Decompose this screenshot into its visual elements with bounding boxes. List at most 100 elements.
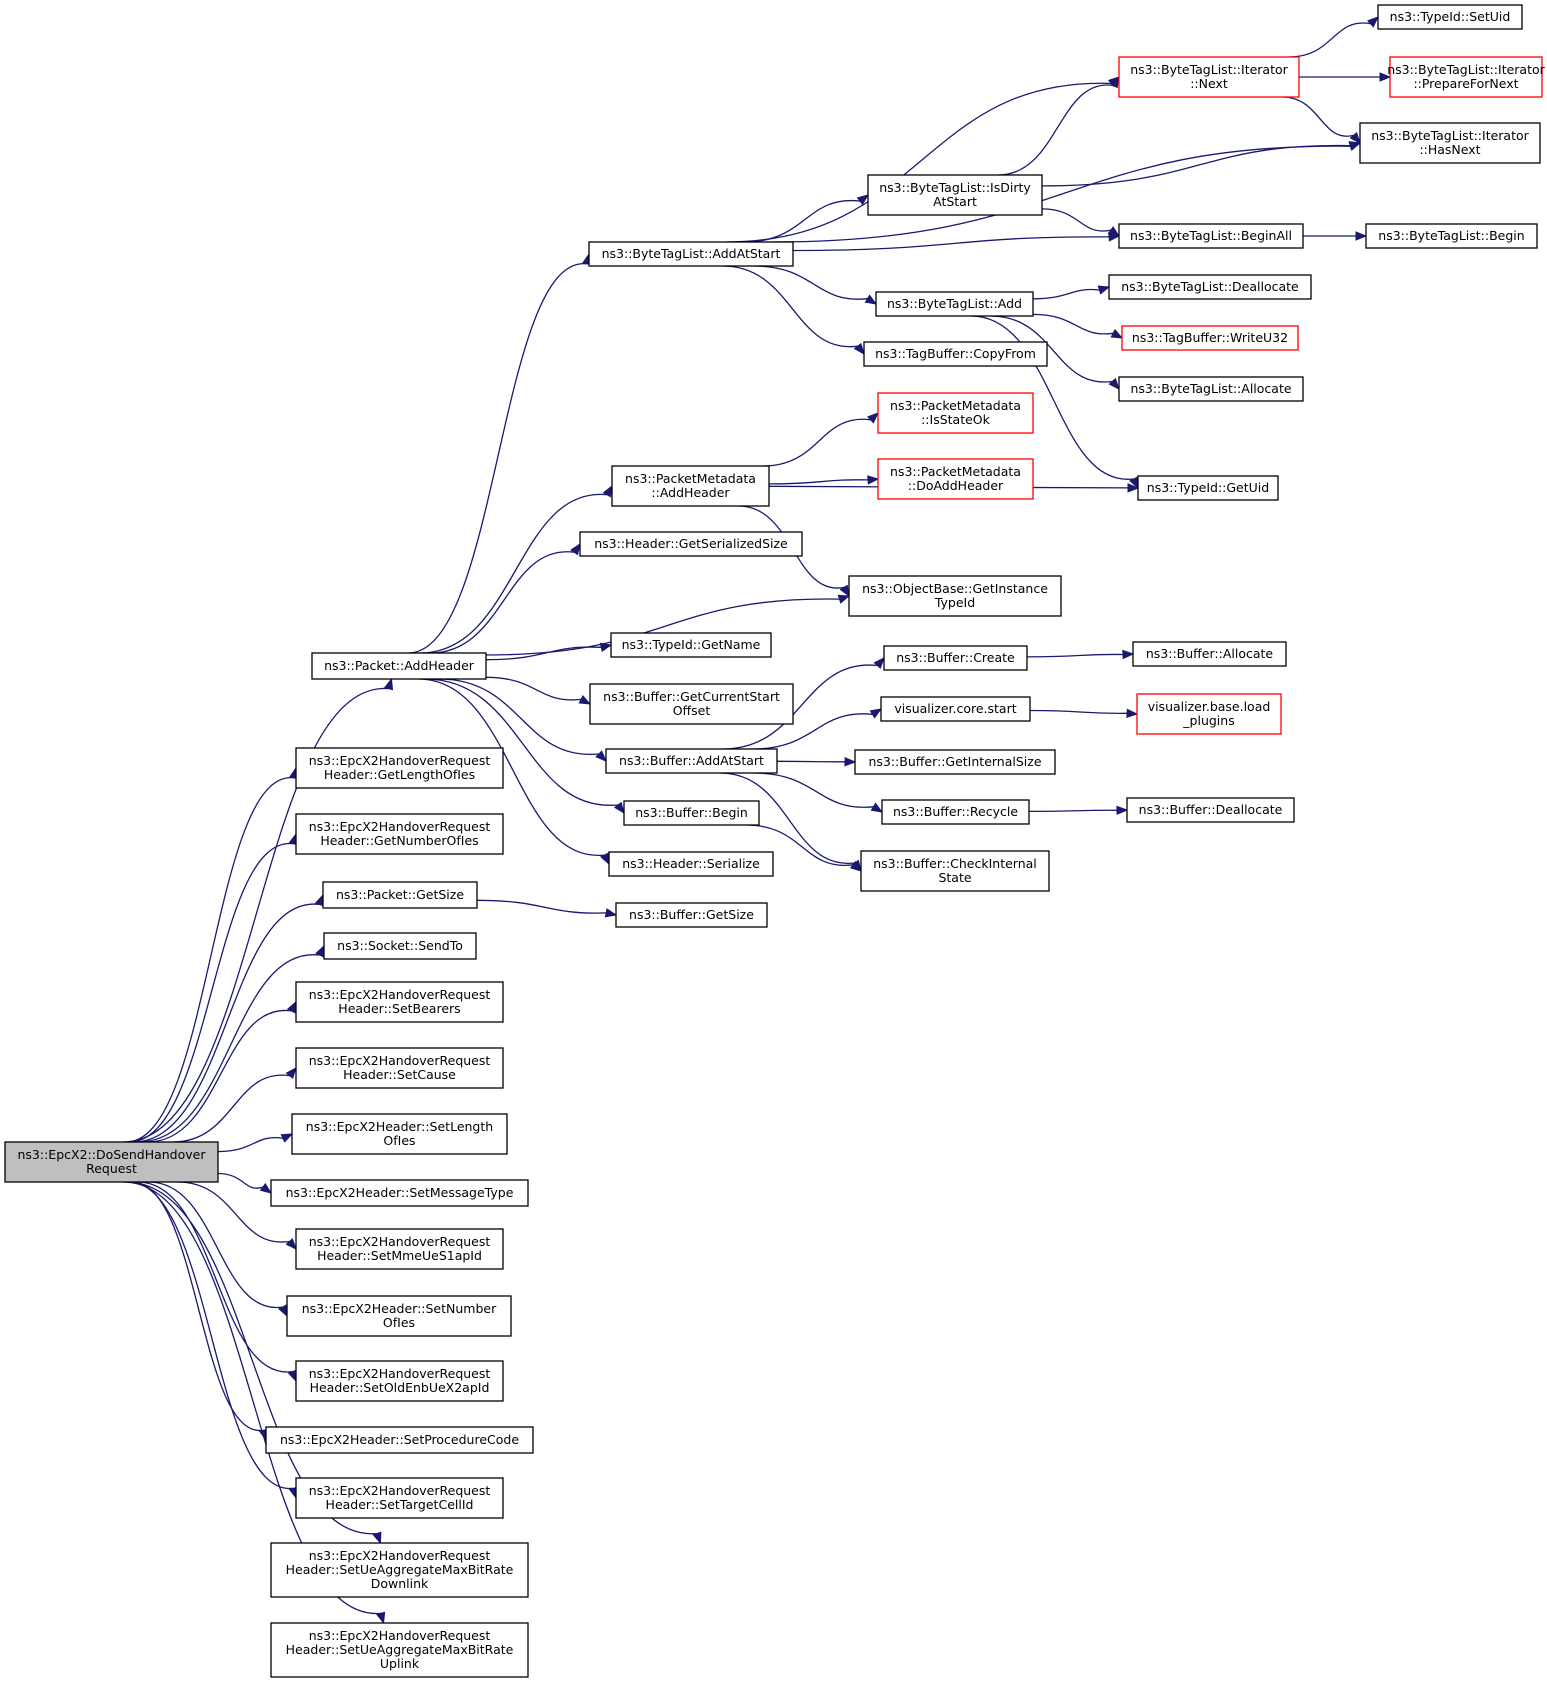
node-setbearers[interactable]: ns3::EpcX2HandoverRequestHeader::SetBear… (295, 981, 504, 1023)
node-box (1389, 56, 1543, 98)
node-buf-deallocate[interactable]: ns3::Buffer::Deallocate (1126, 797, 1295, 823)
call-edge-pkt_addheader-to-buf_addatstart (438, 678, 607, 762)
edge-line (745, 824, 854, 866)
edge-line (138, 954, 320, 1143)
node-pkt-getsize[interactable]: ns3::Packet::GetSize (322, 881, 478, 909)
edge-line (763, 418, 871, 467)
node-tid-setuid[interactable]: ns3::TypeId::SetUid (1377, 4, 1523, 30)
node-buf-addatstart[interactable]: ns3::Buffer::AddAtStart (605, 748, 778, 774)
node-label-line: ns3::EpcX2HandoverRequest (309, 1234, 491, 1249)
edge-arrowhead (383, 677, 394, 691)
node-btl-deallocate[interactable]: ns3::ByteTagList::Deallocate (1108, 274, 1312, 300)
node-tb-writeu32[interactable]: ns3::TagBuffer::WriteU32 (1121, 325, 1299, 351)
node-btl-beginall[interactable]: ns3::ByteTagList::BeginAll (1118, 223, 1304, 249)
call-edge-btli_next-to-btli_preparefornext (1299, 72, 1392, 82)
edge-line (726, 82, 1112, 243)
node-btli-preparefornext[interactable]: ns3::ByteTagList::Iterator::PrepareForNe… (1387, 56, 1546, 98)
node-vis-base-loadplugins[interactable]: visualizer.base.load_plugins (1136, 693, 1282, 735)
edge-line (970, 315, 1134, 480)
node-buf-recycle[interactable]: ns3::Buffer::Recycle (881, 799, 1030, 825)
node-setmessagetype[interactable]: ns3::EpcX2Header::SetMessageType (270, 1179, 529, 1207)
edge-arrowhead (285, 1238, 297, 1251)
edge-arrowhead (1126, 708, 1139, 719)
edge-line (720, 772, 856, 864)
node-buf-getinternalsize[interactable]: ns3::Buffer::GetInternalSize (854, 749, 1056, 775)
node-tid-getname[interactable]: ns3::TypeId::GetName (610, 632, 772, 658)
node-setcause[interactable]: ns3::EpcX2HandoverRequestHeader::SetCaus… (295, 1047, 504, 1089)
edge-line (148, 1181, 283, 1308)
node-settargetcellid[interactable]: ns3::EpcX2HandoverRequestHeader::SetTarg… (295, 1477, 504, 1519)
node-buf-allocate[interactable]: ns3::Buffer::Allocate (1132, 641, 1287, 667)
node-tid-getuid[interactable]: ns3::TypeId::GetUid (1137, 475, 1279, 501)
node-label-line: ns3::Packet::AddHeader (324, 658, 475, 673)
node-btli-hasnext[interactable]: ns3::ByteTagList::Iterator::HasNext (1359, 122, 1541, 164)
edge-arrowhead (1110, 328, 1124, 339)
call-edge-buf_addatstart-to-vis_core_start (752, 708, 883, 750)
call-edge-pkt_addheader-to-buf_getcurrentstartoffset (485, 676, 592, 705)
node-btl-allocate[interactable]: ns3::ByteTagList::Allocate (1118, 376, 1304, 402)
node-btl-add[interactable]: ns3::ByteTagList::Add (875, 291, 1034, 317)
edge-arrowhead (839, 584, 850, 598)
node-btl-begin[interactable]: ns3::ByteTagList::Begin (1365, 223, 1538, 249)
node-btli-next[interactable]: ns3::ByteTagList::Iterator::Next (1118, 56, 1300, 98)
node-buf-begin[interactable]: ns3::Buffer::Begin (623, 800, 760, 826)
node-box (881, 799, 1030, 825)
node-hdr-serialize[interactable]: ns3::Header::Serialize (608, 851, 774, 877)
node-pkt-addheader[interactable]: ns3::Packet::AddHeader (311, 652, 487, 680)
edge-arrowhead (1122, 649, 1135, 660)
node-hdr-getserializedsize[interactable]: ns3::Header::GetSerializedSize (579, 531, 803, 557)
node-btl-addatstart[interactable]: ns3::ByteTagList::AddAtStart (588, 241, 794, 267)
node-box (295, 1047, 504, 1089)
node-box (877, 458, 1034, 500)
edge-arrowhead (613, 801, 625, 815)
node-label-line: Header::GetLengthOfIes (324, 767, 475, 782)
edge-line (476, 899, 607, 914)
edge-arrowhead (837, 594, 851, 604)
node-label-line: OfIes (383, 1133, 415, 1148)
edge-arrowhead (372, 1531, 382, 1545)
node-pm-isstateok[interactable]: ns3::PacketMetadata::IsStateOk (877, 392, 1034, 434)
node-pm-doaddheader[interactable]: ns3::PacketMetadata::DoAddHeader (877, 458, 1034, 500)
node-buf-getsize[interactable]: ns3::Buffer::GetSize (615, 902, 768, 928)
edge-arrowhead (285, 1066, 297, 1080)
edge-arrowhead (280, 1133, 294, 1143)
node-label-line: ::Next (1190, 76, 1228, 91)
node-box (1118, 376, 1304, 402)
node-label-line: ns3::ByteTagList::Allocate (1130, 381, 1291, 396)
node-vis-core-start[interactable]: visualizer.core.start (880, 696, 1031, 722)
node-getnumberofies[interactable]: ns3::EpcX2HandoverRequestHeader::GetNumb… (295, 813, 504, 855)
node-tb-copyfrom[interactable]: ns3::TagBuffer::CopyFrom (863, 341, 1048, 367)
node-box (579, 531, 803, 557)
node-label-line: ns3::EpcX2HandoverRequest (309, 1366, 491, 1381)
node-label-line: ns3::EpcX2HandoverRequest (309, 753, 491, 768)
node-getlengthofies[interactable]: ns3::EpcX2HandoverRequestHeader::GetLeng… (295, 747, 504, 789)
call-edge-btli_next-to-btli_hasnext (1281, 96, 1361, 145)
edge-arrowhead (1349, 131, 1361, 145)
node-label-line: AtStart (933, 194, 977, 209)
node-box (291, 1113, 508, 1155)
edge-line (998, 84, 1114, 176)
edge-line (773, 145, 1351, 243)
edge-arrowhead (1109, 75, 1120, 89)
node-box (588, 241, 794, 267)
node-setmmeues1apid[interactable]: ns3::EpcX2HandoverRequestHeader::SetMmeU… (295, 1228, 504, 1270)
node-label-line: ns3::EpcX2Header::SetProcedureCode (280, 1432, 519, 1447)
node-setueaggdl[interactable]: ns3::EpcX2HandoverRequestHeader::SetUeAg… (270, 1542, 529, 1598)
node-setoldenbuex2apid[interactable]: ns3::EpcX2HandoverRequestHeader::SetOldE… (295, 1360, 504, 1402)
node-buf-create[interactable]: ns3::Buffer::Create (883, 645, 1028, 671)
node-label-line: ns3::TypeId::SetUid (1390, 9, 1511, 24)
node-label-line: ns3::EpcX2Header::SetLength (306, 1119, 493, 1134)
node-socket-sendto[interactable]: ns3::Socket::SendTo (323, 932, 477, 960)
node-box (265, 1426, 534, 1454)
node-setprocedurecode[interactable]: ns3::EpcX2Header::SetProcedureCode (265, 1426, 534, 1454)
node-pm-addheader[interactable]: ns3::PacketMetadata::AddHeader (611, 465, 770, 507)
node-setueaggul[interactable]: ns3::EpcX2HandoverRequestHeader::SetUeAg… (270, 1622, 529, 1678)
node-label-line: ns3::Socket::SendTo (337, 938, 463, 953)
